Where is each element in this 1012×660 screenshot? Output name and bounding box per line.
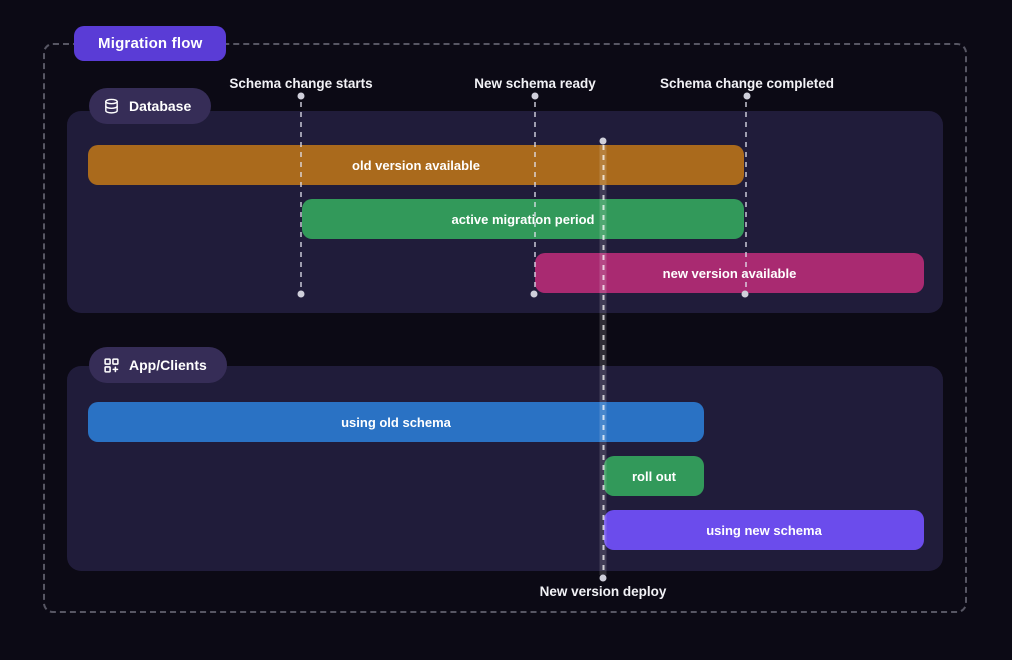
- milestone-label-new-version-deploy: New version deploy: [539, 584, 667, 599]
- app-clients-badge-label: App/Clients: [129, 357, 207, 373]
- milestone-dot-top-new-schema-ready: [531, 92, 539, 100]
- diagram-title-badge: Migration flow: [74, 26, 227, 61]
- milestone-label-schema-change-completed: Schema change completed: [659, 76, 835, 91]
- bar-label: old version available: [352, 157, 480, 173]
- bar-using-old-schema: using old schema: [88, 402, 704, 442]
- database-badge-label: Database: [129, 98, 192, 114]
- deploy-dot-bottom: [599, 574, 607, 582]
- milestone-line-schema-change-completed: [745, 102, 747, 290]
- bar-active-migration-period: active migration period: [302, 199, 744, 239]
- bar-using-new-schema: using new schema: [604, 510, 924, 550]
- bar-old-version-available: old version available: [88, 145, 744, 185]
- milestone-label-schema-change-starts: Schema change starts: [229, 76, 373, 91]
- diagram-frame: [43, 43, 967, 613]
- deploy-dot-top: [599, 137, 607, 145]
- deploy-line: [599, 145, 607, 575]
- database-badge: Database: [89, 88, 212, 124]
- diagram-title: Migration flow: [98, 35, 203, 52]
- app-clients-badge: App/Clients: [89, 347, 227, 383]
- bar-label: new version available: [662, 265, 797, 281]
- milestone-dot-bottom-schema-change-starts: [297, 290, 305, 298]
- bar-label: using new schema: [706, 522, 822, 538]
- bar-label: using old schema: [341, 414, 451, 430]
- bar-roll-out: roll out: [604, 456, 704, 496]
- grid-plus-icon: [103, 357, 120, 374]
- milestone-label-new-schema-ready: New schema ready: [474, 76, 596, 91]
- bar-label: roll out: [631, 468, 677, 484]
- database-icon: [103, 98, 120, 115]
- milestone-line-new-schema-ready: [534, 102, 536, 290]
- milestone-dot-top-schema-change-completed: [743, 92, 751, 100]
- milestone-dot-bottom-schema-change-completed: [741, 290, 749, 298]
- milestone-dot-bottom-new-schema-ready: [530, 290, 538, 298]
- milestone-line-schema-change-starts: [300, 102, 302, 290]
- deploy-line-dashes: [602, 145, 604, 575]
- bar-label: active migration period: [451, 211, 595, 227]
- bar-new-version-available: new version available: [535, 253, 924, 293]
- milestone-dot-top-schema-change-starts: [297, 92, 305, 100]
